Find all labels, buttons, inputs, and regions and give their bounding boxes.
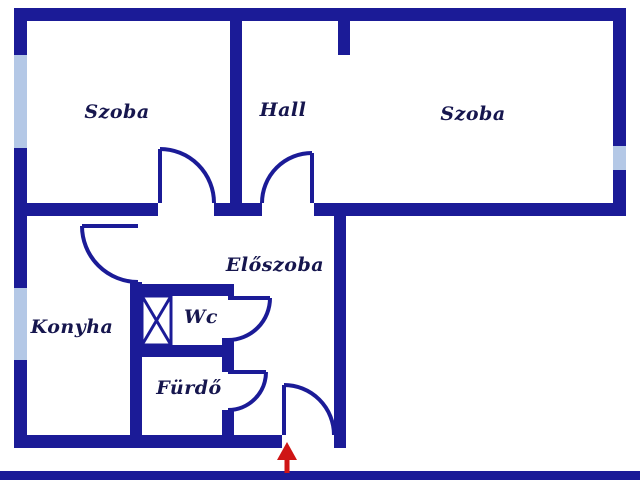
- bottom-border-strip: [0, 471, 640, 480]
- wall-furdo-right: [222, 410, 234, 435]
- ventilation-shaft: [140, 294, 173, 347]
- up-arrow-icon: [277, 442, 297, 473]
- wall-right: [613, 8, 626, 216]
- room-label-hall: Hall: [259, 99, 307, 121]
- wall-bottom: [14, 435, 282, 448]
- door-hall: [260, 151, 314, 204]
- door-wc: [227, 296, 272, 342]
- wall-middle-right: [314, 203, 626, 216]
- wall-szoba-hall-divider: [230, 21, 242, 216]
- room-label-furdo: Fürdő: [156, 377, 222, 399]
- door-konyha: [80, 224, 139, 284]
- wall-wc-right: [222, 338, 234, 372]
- window-szoba-left: [14, 55, 27, 148]
- wall-wc-furdo-divider: [142, 345, 234, 357]
- wall-eloszoba-right: [334, 203, 346, 448]
- wall-hall-szoba-stub: [338, 21, 350, 55]
- room-label-konyha: Konyha: [30, 316, 114, 338]
- door-szoba-left: [158, 147, 216, 204]
- window-szoba-right: [613, 146, 626, 170]
- door-entrance: [282, 383, 336, 436]
- wall-top: [14, 8, 626, 21]
- room-label-wc: Wc: [184, 306, 218, 328]
- room-label-szoba-right: Szoba: [440, 103, 506, 125]
- room-label-eloszoba: Előszoba: [225, 254, 325, 276]
- door-furdo: [227, 370, 268, 412]
- wall-middle-left: [14, 203, 158, 216]
- wall-middle-center: [214, 203, 262, 216]
- wall-konyha-right: [130, 282, 142, 435]
- wall-wc-top: [142, 284, 234, 296]
- window-konyha: [14, 288, 27, 360]
- room-label-szoba-left: Szoba: [84, 101, 150, 123]
